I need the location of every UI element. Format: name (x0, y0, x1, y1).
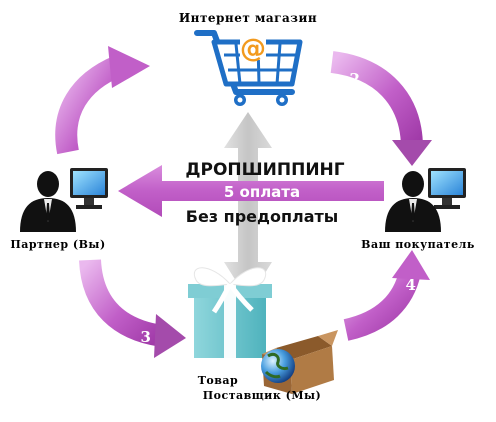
step-number-4: 4 (406, 276, 417, 294)
partner-label: Партнер (Вы) (10, 238, 105, 251)
page-title: Интернет магазин (179, 11, 317, 25)
person-at-computer-icon (385, 168, 466, 232)
arrow-step-2 (330, 51, 432, 166)
step-number-3: 3 (141, 328, 152, 346)
shopping-cart-icon: @ (194, 30, 303, 106)
gift-box-icon (188, 267, 272, 358)
cart-supplier-link-arrow (224, 112, 272, 300)
goods-label: Товар (198, 374, 238, 387)
arrow-step-1 (55, 46, 150, 155)
svg-text:@: @ (240, 34, 266, 64)
arrow-step-3 (79, 259, 186, 358)
buyer-label: Ваш покупатель (361, 238, 475, 251)
center-note: Без предоплаты (186, 207, 339, 226)
step-number-2: 2 (350, 70, 361, 88)
supplier-label: Поставщик (Мы) (203, 389, 321, 402)
payment-arrow-5 (118, 165, 384, 217)
arrow-step-4 (343, 250, 430, 341)
globe-icon (261, 349, 295, 383)
person-at-computer-icon (20, 168, 108, 232)
center-headline: ДРОПШИППИНГ (185, 160, 344, 180)
step-number-1: 1 (141, 69, 152, 87)
center-payment: 5 оплата (224, 183, 300, 201)
